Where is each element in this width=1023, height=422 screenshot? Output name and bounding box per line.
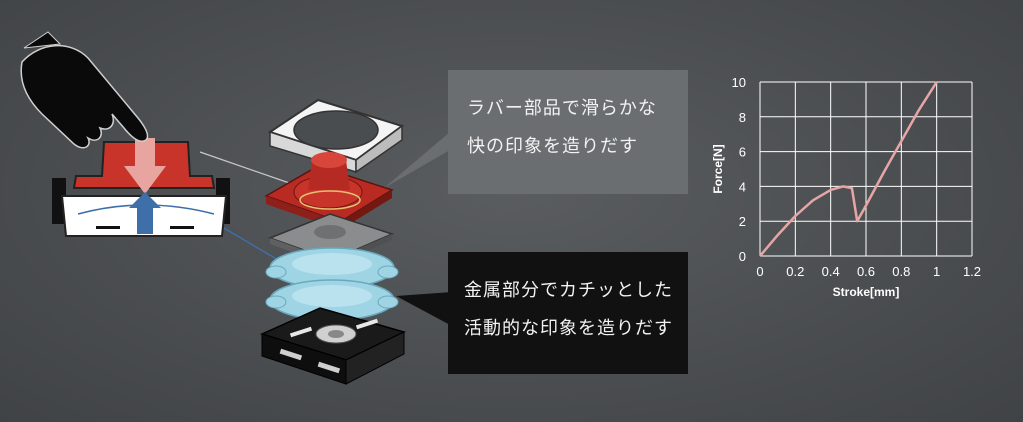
y-axis-title: Force[N]: [711, 144, 725, 193]
x-tick-label: 0.4: [822, 264, 840, 279]
x-tick-label: 0.6: [857, 264, 875, 279]
y-tick-label: 8: [739, 110, 746, 125]
x-tick-label: 1.2: [963, 264, 981, 279]
callout-metal-line-2: 活動的な印象を造りだす: [464, 318, 673, 339]
metal-dome-part-upper: [265, 247, 399, 289]
base-housing-part: [259, 307, 407, 385]
y-tick-label: 2: [739, 214, 746, 229]
x-axis-title: Stroke[mm]: [833, 285, 900, 299]
x-tick-label: 1: [933, 264, 940, 279]
callout-metal-text: 金属部分でカチッとした 活動的な印象を造りだす: [464, 272, 673, 348]
x-tick-label: 0.2: [786, 264, 804, 279]
callout-rubber-line-1: ラバー部品で滑らかな: [467, 98, 657, 119]
force-curve: [759, 81, 938, 257]
white-frame-part: [267, 98, 405, 174]
callout-rubber: [384, 70, 688, 194]
callout-rubber-line-2: 快の印象を造りだす: [467, 136, 638, 157]
callout-metal: [396, 252, 688, 374]
switch-cross-section: [52, 138, 230, 237]
x-tick-label: 0.8: [892, 264, 910, 279]
leader-line-keycap: [199, 151, 299, 187]
y-tick-label: 10: [732, 75, 746, 90]
x-tick-label: 0: [756, 264, 763, 279]
exploded-parts: [259, 98, 407, 385]
return-arrow-icon: [129, 192, 161, 234]
callout-rubber-text: ラバー部品で滑らかな 快の印象を造りだす: [467, 90, 657, 166]
y-tick-label: 4: [739, 179, 746, 194]
pointing-hand-icon: [20, 31, 149, 149]
press-arrow-icon: [124, 138, 166, 194]
y-tick-label: 0: [739, 249, 746, 264]
metal-dome-part-lower: [265, 279, 399, 321]
callout-metal-line-1: 金属部分でカチッとした: [464, 280, 673, 301]
y-tick-label: 6: [739, 145, 746, 160]
